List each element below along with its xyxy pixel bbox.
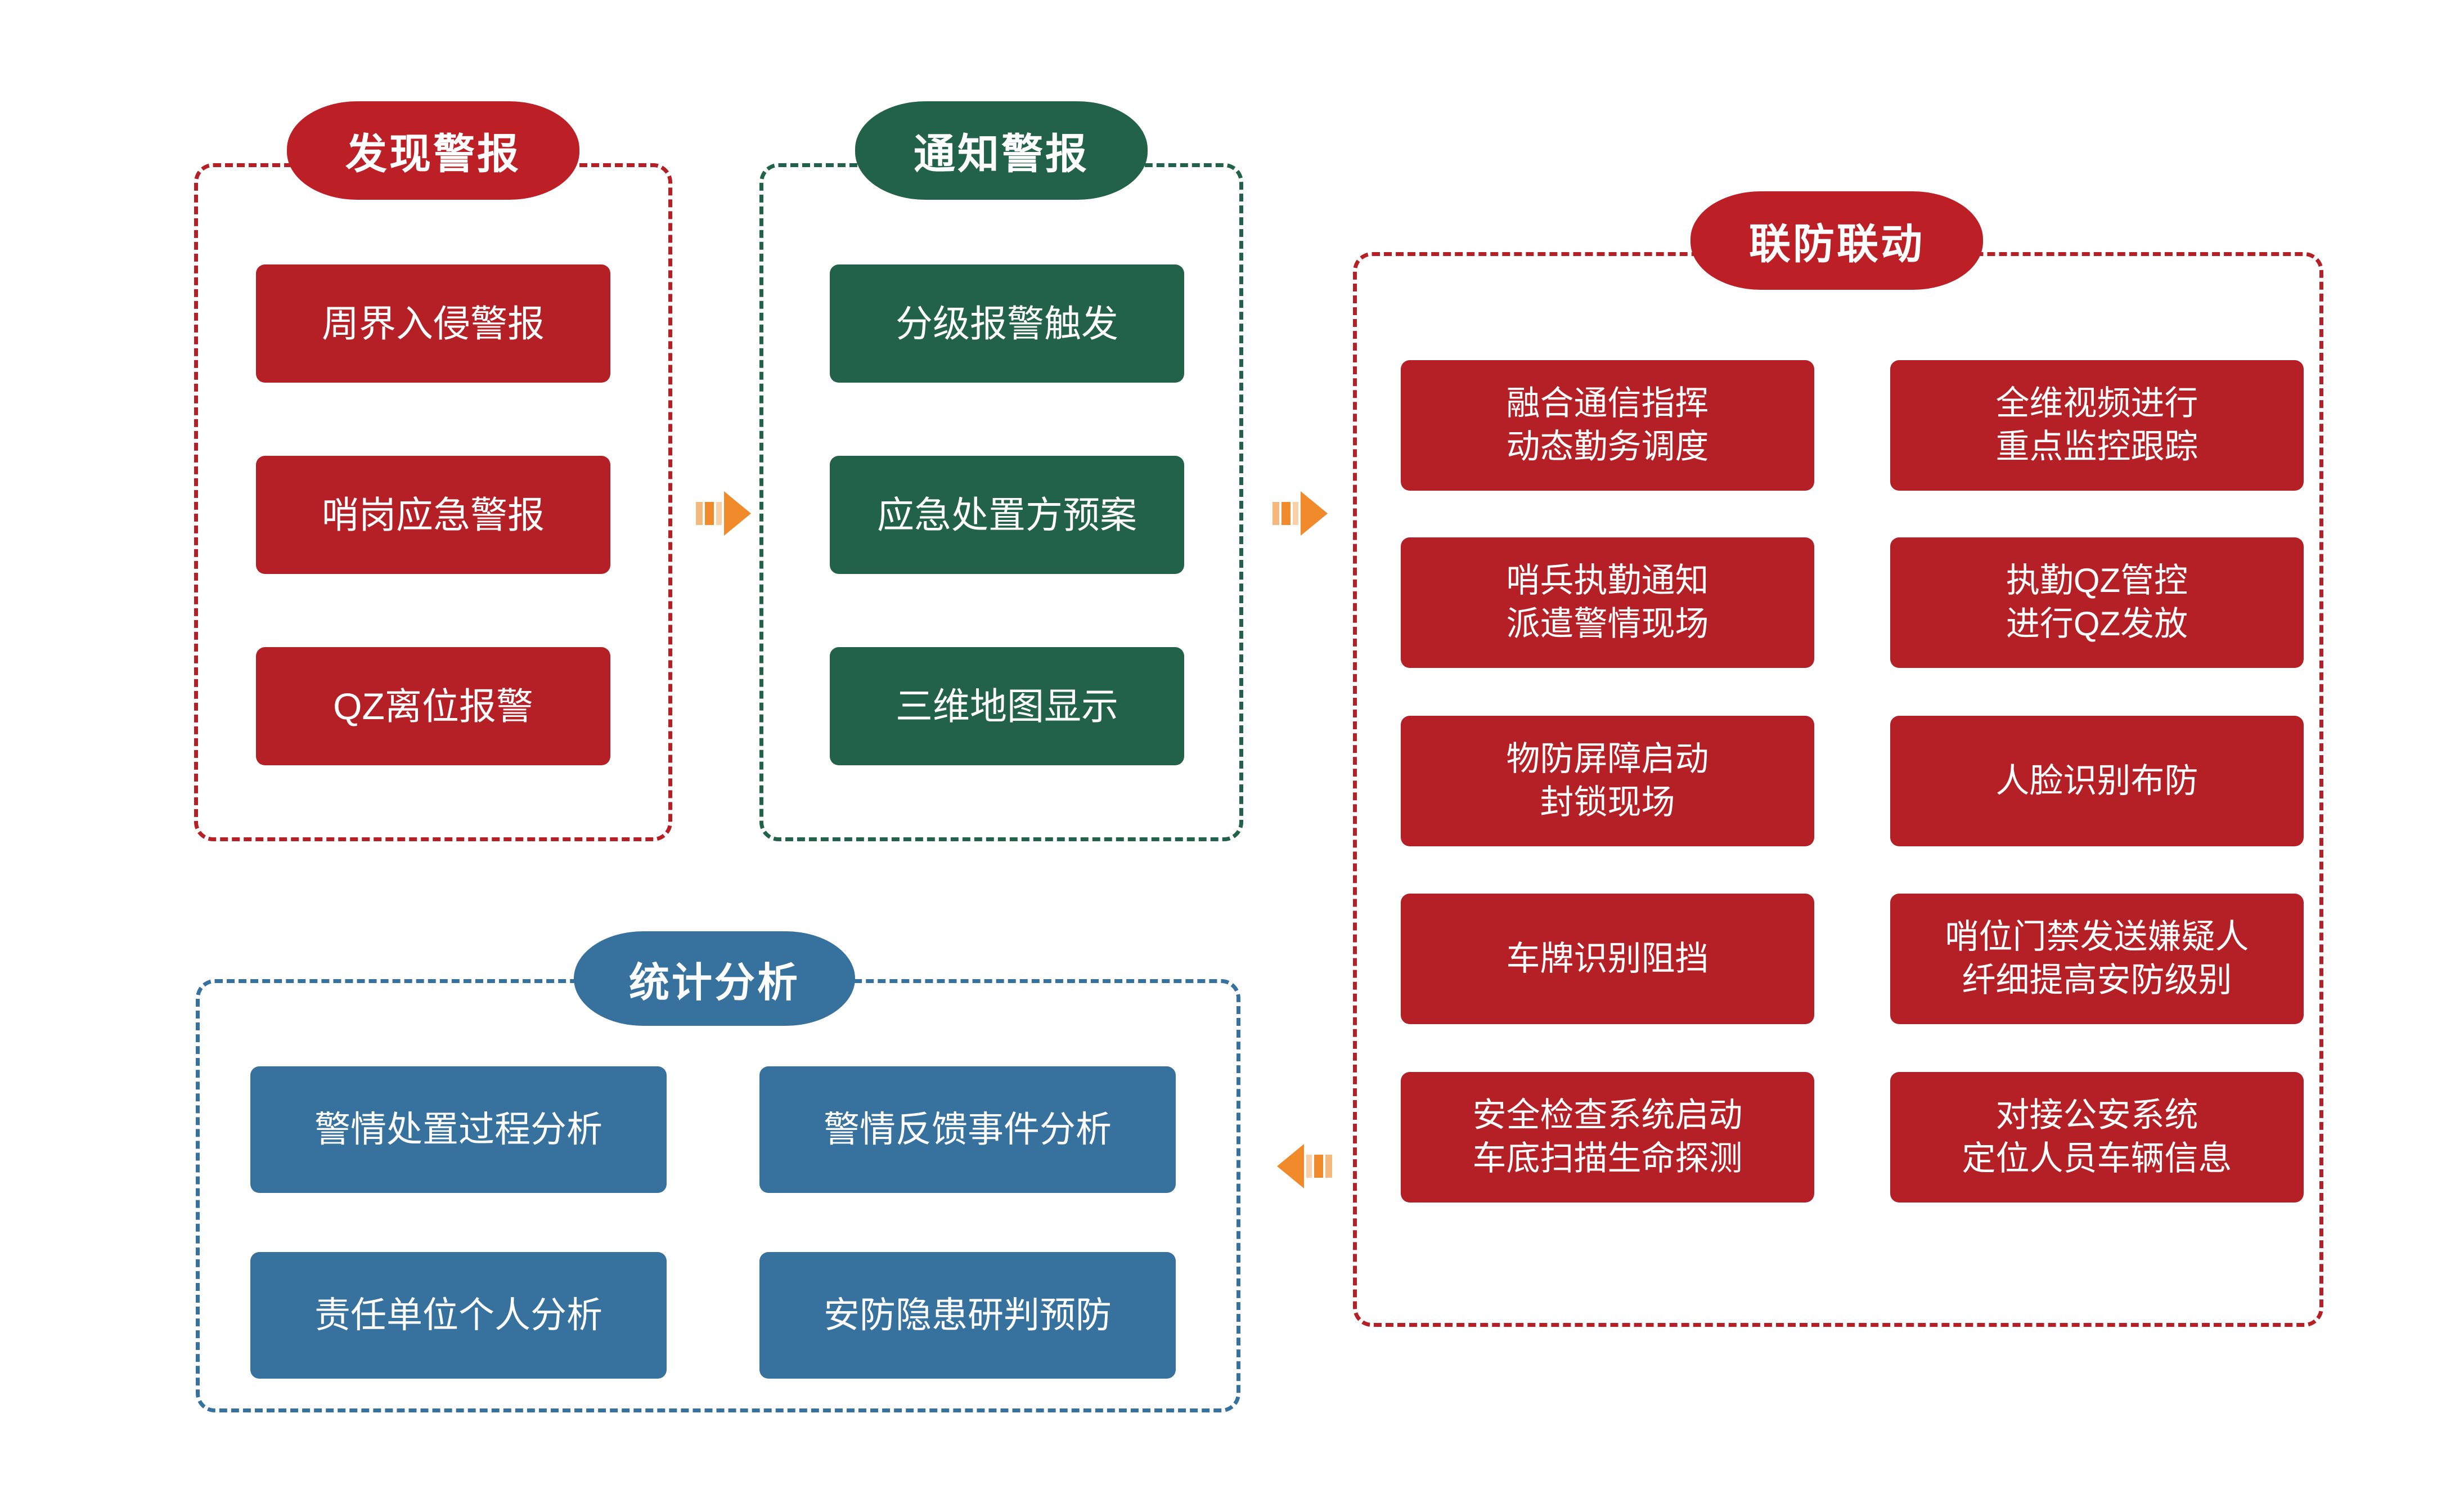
item-box-security-hazard-prevention[interactable]: 安防隐患研判预防 [759, 1252, 1176, 1379]
arrow-joint-to-stats-icon [1274, 1139, 1333, 1193]
item-box-alarm-handling-process-analysis[interactable]: 警情处置过程分析 [250, 1066, 667, 1193]
item-box-graded-alarm-trigger[interactable]: 分级报警触发 [830, 264, 1184, 383]
item-box-sentry-emergency-alarm[interactable]: 哨岗应急警报 [256, 456, 610, 574]
item-box-omnidirectional-video-tracking[interactable]: 全维视频进行 重点监控跟踪 [1890, 360, 2304, 491]
item-box-face-recognition-defense[interactable]: 人脸识别布防 [1890, 716, 2304, 846]
item-box-qz-offpost-alarm[interactable]: QZ离位报警 [256, 647, 610, 765]
item-box-license-plate-block[interactable]: 车牌识别阻挡 [1401, 894, 1814, 1024]
arrow-discover-to-notify-icon [695, 487, 754, 540]
pill-header-statistical-analysis[interactable]: 统计分析 [574, 931, 855, 1026]
item-box-public-security-integration[interactable]: 对接公安系统 定位人员车辆信息 [1890, 1072, 2304, 1203]
item-box-emergency-response-plan[interactable]: 应急处置方预案 [830, 456, 1184, 574]
item-box-responsible-unit-individual-analysis[interactable]: 责任单位个人分析 [250, 1252, 667, 1379]
item-box-fusion-comms-command[interactable]: 融合通信指挥 动态勤务调度 [1401, 360, 1814, 491]
pill-header-notify-alarm[interactable]: 通知警报 [855, 101, 1148, 200]
item-box-alarm-feedback-event-analysis[interactable]: 警情反馈事件分析 [759, 1066, 1176, 1193]
item-box-3d-map-display[interactable]: 三维地图显示 [830, 647, 1184, 765]
item-box-sentry-duty-dispatch[interactable]: 哨兵执勤通知 派遣警情现场 [1401, 537, 1814, 668]
pill-header-discover-alarm[interactable]: 发现警报 [287, 101, 579, 200]
item-box-duty-qz-control-issue[interactable]: 执勤QZ管控 进行QZ发放 [1890, 537, 2304, 668]
item-box-security-check-scan[interactable]: 安全检查系统启动 车底扫描生命探测 [1401, 1072, 1814, 1203]
arrow-notify-to-joint-icon [1271, 487, 1330, 540]
item-box-sentry-access-suspect-alert[interactable]: 哨位门禁发送嫌疑人 纤细提高安防级别 [1890, 894, 2304, 1024]
pill-header-joint-defense[interactable]: 联防联动 [1690, 191, 1983, 290]
item-box-perimeter-intrusion-alarm[interactable]: 周界入侵警报 [256, 264, 610, 383]
item-box-physical-barrier-lockdown[interactable]: 物防屏障启动 封锁现场 [1401, 716, 1814, 846]
